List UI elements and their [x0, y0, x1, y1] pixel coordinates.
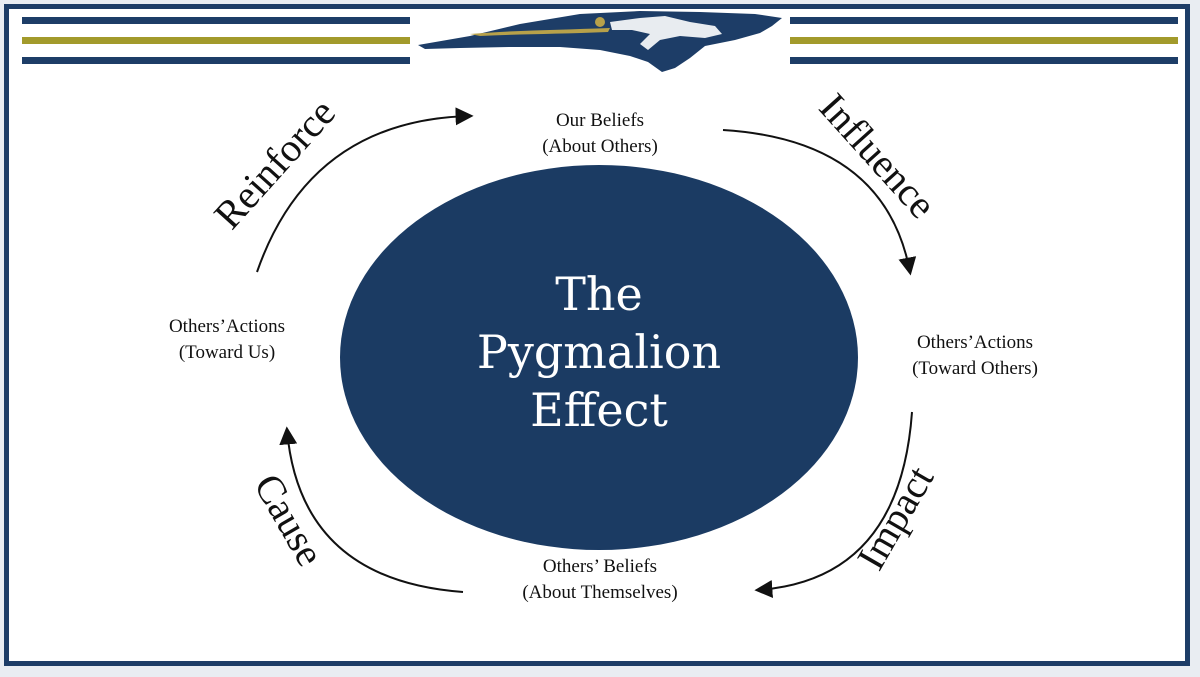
node-beliefs-about-themselves: Others’ Beliefs (About Themselves) [470, 554, 730, 606]
arrow-influence [722, 129, 917, 276]
title-line-1: The [555, 267, 643, 321]
node-actions-toward-others-line-1: Others’Actions [916, 332, 1034, 353]
node-actions-toward-us-line-1: Others’Actions [168, 316, 286, 337]
diagram-title: The Pygmalion Effect [340, 265, 858, 439]
left-gold-stripe [22, 37, 410, 44]
node-actions-toward-us: Others’Actions (Toward Us) [132, 314, 322, 366]
left-navy-stripe-top [22, 17, 410, 24]
node-actions-toward-others: Others’Actions (Toward Others) [870, 330, 1080, 382]
arrow-reinforce [256, 107, 474, 273]
node-beliefs-about-themselves-line-1: Others’ Beliefs [542, 556, 658, 577]
arrow-impact [754, 411, 913, 598]
node-our-beliefs-line-1: Our Beliefs [555, 110, 645, 131]
node-our-beliefs-line-2: (About Others) [542, 136, 658, 157]
north-carolina-state-silhouette-logo [418, 11, 782, 72]
node-our-beliefs: Our Beliefs (About Others) [480, 108, 720, 160]
node-beliefs-about-themselves-line-2: (About Themselves) [522, 582, 678, 603]
central-ellipse [340, 165, 858, 550]
title-line-3: Effect [530, 383, 668, 437]
node-actions-toward-others-line-2: (Toward Others) [912, 358, 1038, 379]
right-gold-stripe [790, 37, 1178, 44]
node-actions-toward-us-line-2: (Toward Us) [178, 342, 276, 363]
left-navy-stripe-bottom [22, 57, 410, 64]
header-banner [22, 11, 1178, 72]
arrow-cause [279, 426, 464, 593]
right-navy-stripe-bottom [790, 57, 1178, 64]
right-navy-stripe-top [790, 17, 1178, 24]
title-line-2: Pygmalion [476, 325, 722, 379]
